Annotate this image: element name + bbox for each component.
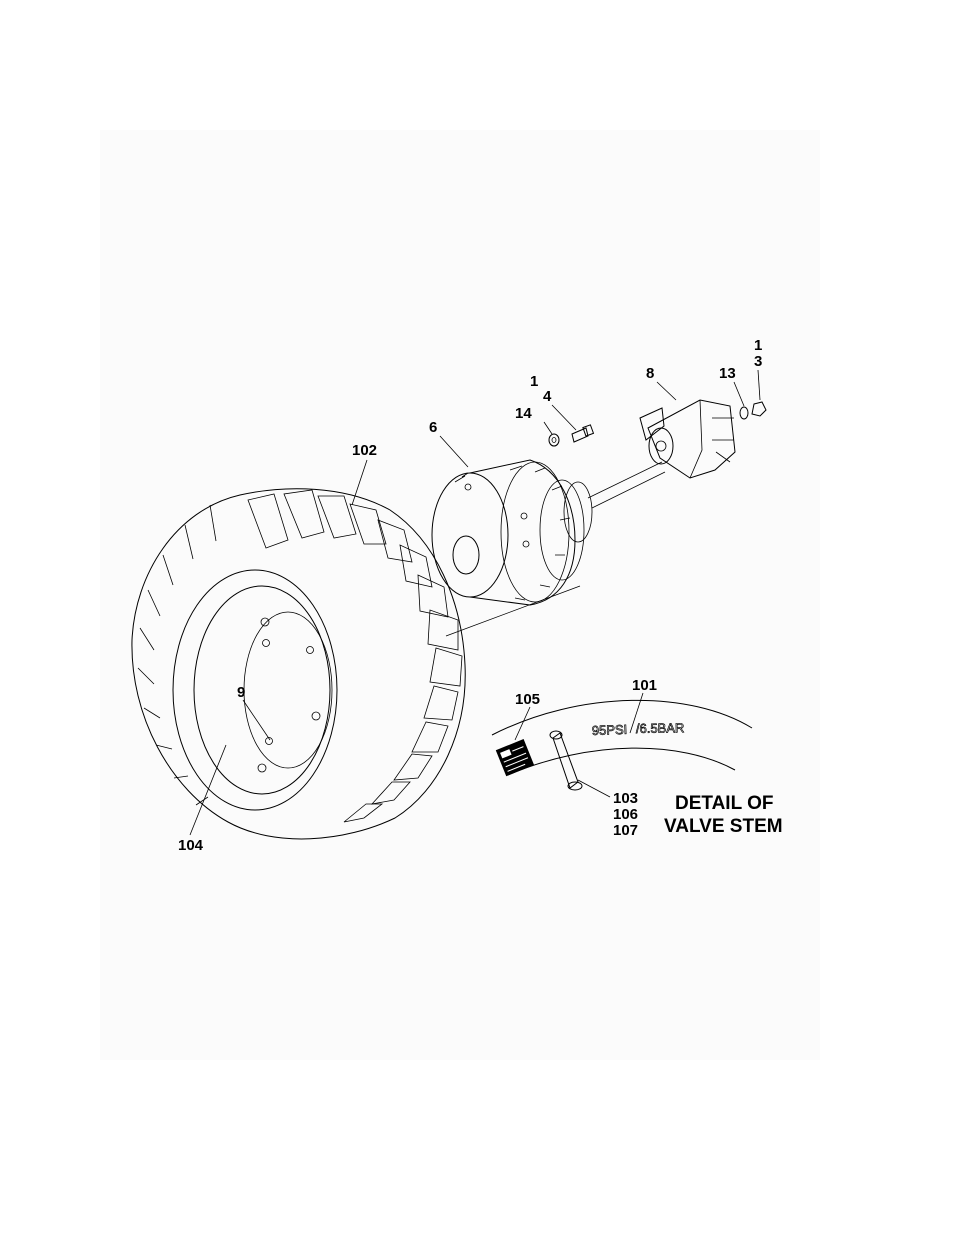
callout-106: 106 [613,806,638,823]
callout-3: 3 [754,353,762,370]
callout-9: 9 [237,684,245,701]
callout-4: 4 [543,388,552,405]
detail-title-line2: VALVE STEM [664,816,783,837]
callout-105: 105 [515,691,540,708]
callout-101: 101 [632,677,657,694]
callout-14: 14 [515,405,532,422]
callout-6: 6 [429,419,437,436]
callout-13: 13 [719,365,736,382]
callout-107: 107 [613,822,638,839]
callout-1-hub: 1 [530,373,538,390]
callout-103: 103 [613,790,638,807]
callout-1-motor: 1 [754,337,762,354]
callout-102: 102 [352,442,377,459]
callout-8: 8 [646,365,654,382]
detail-title-line1: DETAIL OF [675,793,774,814]
tire-marking-psi: 95PSI [592,722,628,738]
callout-104: 104 [178,837,204,854]
tire-marking-bar: /6.5BAR [636,720,685,736]
